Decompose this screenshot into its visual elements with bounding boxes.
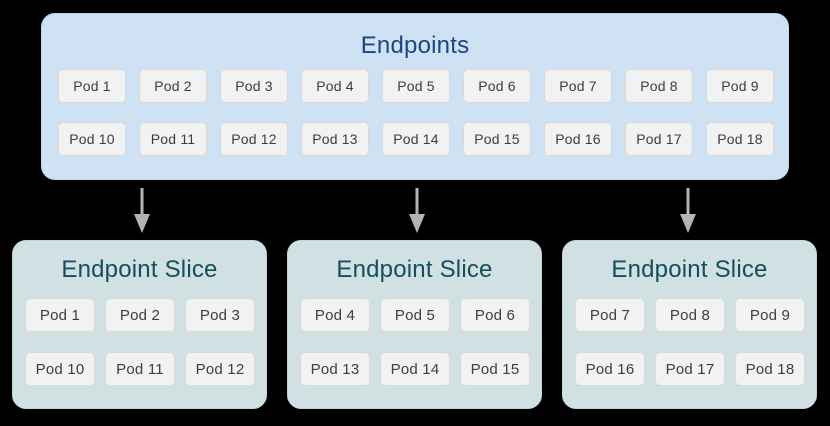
slice-pod-grid: Pod 7 Pod 8 Pod 9 Pod 16 Pod 17 Pod 18 [575,298,805,386]
down-arrow-icon [134,188,150,233]
endpoints-box: Endpoints Pod 1 Pod 2 Pod 3 Pod 4 Pod 5 … [41,13,789,180]
pod-box: Pod 15 [463,122,531,156]
endpoint-slice-box: Endpoint Slice Pod 7 Pod 8 Pod 9 Pod 16 … [562,240,817,409]
pod-box: Pod 17 [625,122,693,156]
pod-box: Pod 7 [544,69,612,103]
endpoint-slice-title: Endpoint Slice [336,256,493,283]
endpoint-slice-box: Endpoint Slice Pod 1 Pod 2 Pod 3 Pod 10 … [12,240,267,409]
endpoint-slice-title: Endpoint Slice [61,256,218,283]
pod-box: Pod 2 [139,69,207,103]
pod-box: Pod 14 [382,122,450,156]
endpoint-slice-title: Endpoint Slice [611,256,768,283]
down-arrow-icon [680,188,696,233]
slice-pod-grid: Pod 4 Pod 5 Pod 6 Pod 13 Pod 14 Pod 15 [300,298,530,386]
endpoints-pod-grid: Pod 1 Pod 2 Pod 3 Pod 4 Pod 5 Pod 6 Pod … [58,69,774,156]
pod-box: Pod 9 [706,69,774,103]
pod-box: Pod 7 [575,298,645,332]
endpoint-slice-box: Endpoint Slice Pod 4 Pod 5 Pod 6 Pod 13 … [287,240,542,409]
pod-box: Pod 11 [105,352,175,386]
pod-box: Pod 17 [655,352,725,386]
pod-box: Pod 10 [25,352,95,386]
pod-box: Pod 5 [380,298,450,332]
slice-pod-grid: Pod 1 Pod 2 Pod 3 Pod 10 Pod 11 Pod 12 [25,298,255,386]
pod-box: Pod 12 [185,352,255,386]
pod-box: Pod 13 [300,352,370,386]
pod-box: Pod 6 [460,298,530,332]
down-arrow-icon [409,188,425,233]
endpoints-title: Endpoints [360,32,470,59]
pod-box: Pod 2 [105,298,175,332]
pod-box: Pod 10 [58,122,126,156]
pod-box: Pod 8 [655,298,725,332]
pod-box: Pod 5 [382,69,450,103]
pod-box: Pod 12 [220,122,288,156]
pod-box: Pod 18 [735,352,805,386]
pod-box: Pod 16 [575,352,645,386]
pod-box: Pod 4 [300,298,370,332]
pod-box: Pod 14 [380,352,450,386]
pod-box: Pod 13 [301,122,369,156]
pod-box: Pod 6 [463,69,531,103]
pod-box: Pod 9 [735,298,805,332]
pod-box: Pod 8 [625,69,693,103]
pod-box: Pod 3 [220,69,288,103]
pod-box: Pod 1 [25,298,95,332]
pod-box: Pod 11 [139,122,207,156]
pod-box: Pod 15 [460,352,530,386]
pod-box: Pod 16 [544,122,612,156]
pod-box: Pod 3 [185,298,255,332]
pod-box: Pod 18 [706,122,774,156]
pod-box: Pod 4 [301,69,369,103]
pod-box: Pod 1 [58,69,126,103]
